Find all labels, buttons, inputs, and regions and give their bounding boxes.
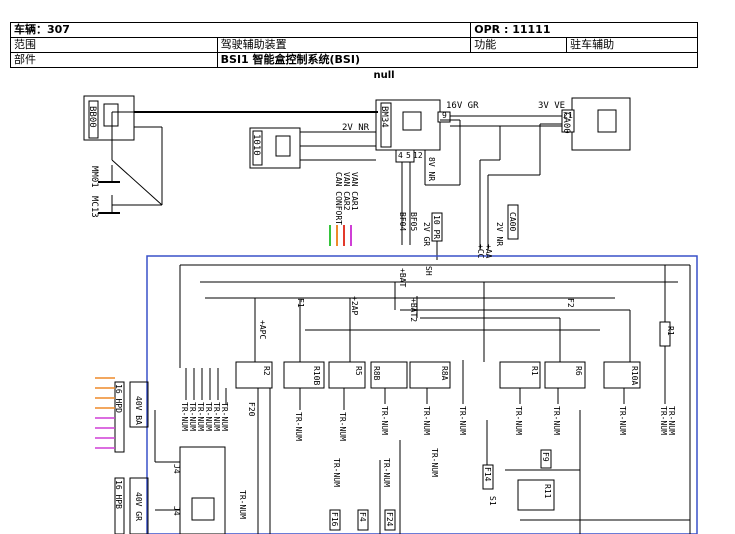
label-f24: F24 xyxy=(385,512,394,527)
label-ca00-tag: CA00 xyxy=(508,212,517,231)
bb00-symbol xyxy=(103,103,119,127)
pin-2: 2 xyxy=(563,111,568,120)
label-r1: R1 xyxy=(666,326,675,336)
label-apc: +APC xyxy=(258,320,267,339)
label-f4: F4 xyxy=(358,512,367,522)
label-s1: S1 xyxy=(488,496,497,506)
label-trnum-1: TR-NUM xyxy=(180,402,189,431)
label-trnum-20: TR-NUM xyxy=(430,448,439,477)
label-2vnr: 2V NR xyxy=(342,123,370,133)
header-table: 车辆：307 OPR : 11111 范围 驾驶辅助装置 功能 驻车辅助 部件 … xyxy=(9,22,699,68)
label-1010: 1010 xyxy=(251,134,261,156)
diagram-subtitle: null xyxy=(373,70,395,81)
label-r8a: R8A xyxy=(440,366,449,381)
label-trnum-13: TR-NUM xyxy=(552,406,561,435)
label-mc13: MC13 xyxy=(89,196,99,218)
label-40vgr: 40V GR xyxy=(134,492,143,521)
label-2vnr-b: 2V NR xyxy=(495,222,504,246)
label-trnum-10: TR-NUM xyxy=(422,406,431,435)
ca00-box xyxy=(571,97,631,151)
label-f14: F14 xyxy=(483,467,492,482)
label-2ap: +2AP xyxy=(350,296,359,315)
part-value: BSI1 智能盒控制系统(BSI) xyxy=(216,52,699,68)
label-trnum-2: TR-NUM xyxy=(188,402,197,431)
pin-1: 1 xyxy=(568,111,573,120)
label-trnum-9: TR-NUM xyxy=(380,406,389,435)
label-8vnr: 8V NR xyxy=(427,157,436,181)
label-16vgr: 16V GR xyxy=(446,101,479,111)
label-trnum-5: TR-NUM xyxy=(212,402,221,431)
label-trnum-12: TR-NUM xyxy=(514,406,523,435)
bb00-box xyxy=(83,95,135,141)
label-van-car1: VAN CAR1 xyxy=(350,172,359,211)
label-cc: +CC xyxy=(476,244,485,259)
pin-9: 9 xyxy=(442,111,447,120)
label-can-confort: CAN CONFORT xyxy=(334,172,343,225)
label-f9: F9 xyxy=(541,452,550,462)
label-r5: R5 xyxy=(354,366,363,376)
label-trnum-19: TR-NUM xyxy=(382,458,391,487)
label-trnum-7: TR-NUM xyxy=(294,412,303,441)
label-bat2: +BAT2 xyxy=(409,298,418,322)
pin-12: 12 xyxy=(413,151,423,160)
label-r11: R11 xyxy=(543,484,552,499)
label-2vgr: 2V GR xyxy=(422,222,431,246)
label-trnum-3: TR-NUM xyxy=(196,402,205,431)
c1010-box xyxy=(249,127,301,169)
label-16hpb: 16 HPB xyxy=(114,480,123,509)
diagram-labels: BB00 MM01 MC13 1010 BM34 CA00 16V GR 3V … xyxy=(87,101,676,527)
label-trnum-18: TR-NUM xyxy=(332,458,341,487)
label-j4b: J4 xyxy=(172,506,181,516)
label-bf05: BF05 xyxy=(409,212,418,231)
label-r10a: R10A xyxy=(630,366,639,385)
label-r10b: R10B xyxy=(312,366,321,385)
label-f2: F2 xyxy=(566,298,575,308)
label-f1: F1 xyxy=(296,298,305,308)
pin-5: 5 xyxy=(406,151,411,160)
label-40vba: 40V BA xyxy=(134,396,143,425)
label-16hpd: 16 HPD xyxy=(114,384,123,413)
pin-4: 4 xyxy=(398,151,403,160)
label-bm34: BM34 xyxy=(379,106,389,128)
label-trnum-8: TR-NUM xyxy=(338,412,347,441)
label-mm01: MM01 xyxy=(89,166,99,188)
label-3vve: 3V VE xyxy=(538,101,565,111)
top-wires xyxy=(83,95,631,260)
label-trnum-16: TR-NUM xyxy=(667,406,676,435)
label-sh: SH xyxy=(424,266,433,276)
bsi-wiring xyxy=(114,264,691,534)
label-10pr: 10 PR xyxy=(432,215,441,239)
label-r1b: R1 xyxy=(530,366,539,376)
label-r6: R6 xyxy=(574,366,583,376)
label-f20: F20 xyxy=(247,402,256,417)
label-bf04: BF04 xyxy=(398,212,407,231)
label-trnum-6: TR-NUM xyxy=(220,402,229,431)
bsi-box xyxy=(146,255,698,534)
label-j4: J4 xyxy=(172,464,181,474)
harness-wires xyxy=(95,377,115,449)
label-trnum-15: TR-NUM xyxy=(659,406,668,435)
label-trnum-17: TR-NUM xyxy=(238,490,247,519)
part-label: 部件 xyxy=(10,52,218,68)
label-aa: +AA xyxy=(484,244,493,259)
label-bat: +BAT xyxy=(398,268,407,287)
function-label: 功能 xyxy=(470,37,568,53)
label-trnum-4: TR-NUM xyxy=(204,402,213,431)
label-ca00: CA00 xyxy=(561,112,571,134)
label-bb00: BB00 xyxy=(87,106,97,128)
label-f16: F16 xyxy=(330,512,339,527)
label-trnum-14: TR-NUM xyxy=(618,406,627,435)
label-van-car2: VAN CAR2 xyxy=(342,172,351,211)
label-r8b: R8B xyxy=(372,366,381,381)
label-trnum-11: TR-NUM xyxy=(458,406,467,435)
label-r2: R2 xyxy=(262,366,271,376)
